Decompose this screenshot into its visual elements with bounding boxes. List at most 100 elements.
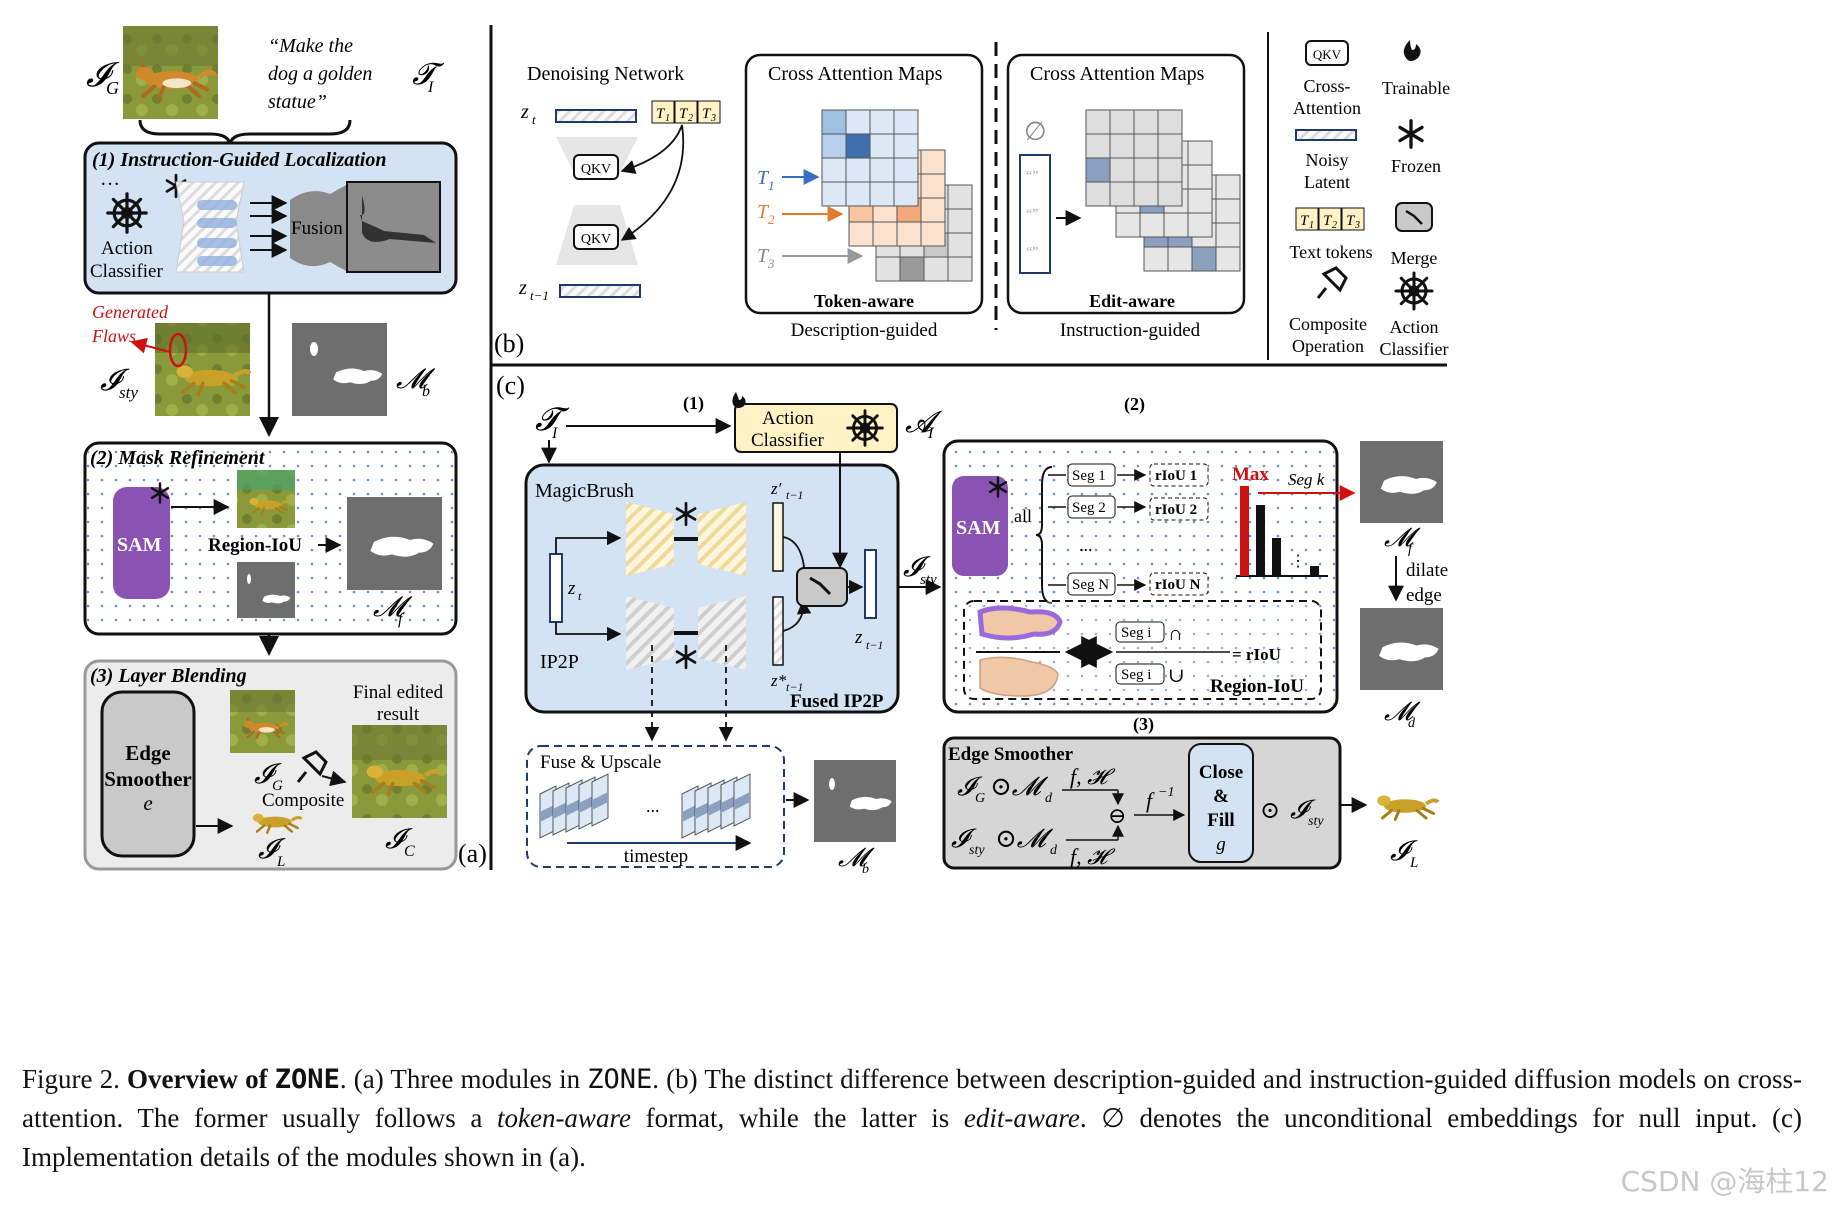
fused-ip2p-box xyxy=(524,463,900,714)
input-image xyxy=(123,26,218,119)
cam-left-title: Cross Attention Maps xyxy=(768,63,943,85)
t1-sub: 1 xyxy=(768,178,775,193)
legend-token-2-sub: 2 xyxy=(1332,220,1337,231)
seg-rows: Seg 1 rIoU 1 Seg 2 rIoU 2 ... Seg N rIoU… xyxy=(1048,463,1209,596)
ac-c-label-2: Classifier xyxy=(751,430,824,451)
legend-trainable: Trainable xyxy=(1382,78,1450,98)
mb-c-symbol: 𝓜 xyxy=(838,843,875,872)
stack-right-slice-5 xyxy=(733,773,751,827)
figure-caption: Figure 2. Overview of ZONE. (a) Three mo… xyxy=(22,1060,1802,1177)
legend-text-tokens: Text tokens xyxy=(1289,242,1372,262)
legend-token-3: T xyxy=(1346,213,1356,229)
token-boxes-icon: T 1 T 2 T 3 xyxy=(1295,207,1365,231)
region-iou-c-label: Region-IoU xyxy=(1210,676,1304,697)
caption-part1: . (a) Three modules in xyxy=(339,1064,588,1094)
attention-stack-left xyxy=(539,773,609,839)
fused-ip2p-label: Fused IP2P xyxy=(790,691,884,712)
action-classifier-icon xyxy=(106,192,148,234)
figure-diagram: 𝓘 G “Make the dog a golden statue” 𝓣 I (… xyxy=(83,25,1450,877)
token-b-1: T xyxy=(656,106,666,122)
final-label-1: Final edited xyxy=(353,682,444,703)
riou-bar-n xyxy=(1310,566,1319,576)
step1-title: (1) Instruction-Guided Localization xyxy=(92,149,386,171)
dilate-label: dilate xyxy=(1406,560,1448,581)
intersection-shape xyxy=(977,605,1063,641)
riou-eq-label: = rIoU xyxy=(1232,645,1281,664)
fusion-shape xyxy=(290,184,348,272)
action-classifier-box xyxy=(734,403,898,453)
mf-mask xyxy=(347,497,442,590)
il-small-sub: L xyxy=(276,854,285,870)
empty-quote-2: “” xyxy=(1026,207,1038,222)
step1-marker: (1) xyxy=(683,393,704,414)
union-shape xyxy=(979,656,1059,697)
seg-1-box xyxy=(1067,463,1116,487)
riou-1-label: rIoU 1 xyxy=(1155,468,1197,484)
i-sty-sub: sty xyxy=(119,383,138,402)
qkv-top xyxy=(573,154,619,180)
step2-title: (2) Mask Refinement xyxy=(90,447,266,469)
eq-bot-m-sub: d xyxy=(1050,843,1058,858)
legend-qkv-box xyxy=(1305,40,1349,66)
instruction-guided-label: Instruction-guided xyxy=(1060,320,1201,341)
riou-bar-3 xyxy=(1272,538,1281,576)
panel-b: Denoising Network z t T 1 T 2 T 3 QKV QK… xyxy=(494,42,1246,358)
ac-label-1: Action xyxy=(101,238,153,259)
il-c-sub: L xyxy=(1409,855,1418,871)
zt-prime-latent xyxy=(772,502,784,572)
attention-stack-right xyxy=(681,773,751,839)
riou-n-label: rIoU N xyxy=(1155,577,1201,593)
panel-a-tag: (a) xyxy=(458,839,487,868)
token-map-1 xyxy=(821,109,919,207)
magicbrush-decoder xyxy=(698,502,746,576)
zt1-c-sub: t−1 xyxy=(866,638,883,652)
t2-sub: 2 xyxy=(768,212,775,227)
legend-noisy-2: Latent xyxy=(1304,172,1350,192)
close-fill-block xyxy=(1188,743,1254,863)
svg-text:⋮: ⋮ xyxy=(1290,553,1306,570)
g-label: g xyxy=(1216,834,1226,855)
zt-star-latent xyxy=(772,596,784,666)
i-sty-image xyxy=(155,323,250,416)
null-embedding xyxy=(1019,154,1051,274)
legend-frozen: Frozen xyxy=(1391,156,1441,176)
legend: QKV Cross- Attention Trainable Noisy Lat… xyxy=(1289,40,1450,359)
seg-1-label: Seg 1 xyxy=(1072,468,1106,484)
seg-brace xyxy=(1035,466,1053,604)
stack-left-slice-1 xyxy=(539,785,557,839)
eq-bot-m: ⊙𝓜 xyxy=(995,824,1054,853)
zt1-latent-bar xyxy=(559,284,641,298)
ac-c-label-1: Action xyxy=(762,408,814,429)
legend-token-1-sub: 1 xyxy=(1309,220,1314,231)
qkv-top-label: QKV xyxy=(581,162,611,177)
cam-right-title: Cross Attention Maps xyxy=(1030,63,1205,85)
instruction-line-1: “Make the xyxy=(268,35,353,57)
zt-prime-label: z′ xyxy=(770,479,782,498)
flaws-line-2: Flaws xyxy=(91,326,136,346)
legend-composite-1: Composite xyxy=(1289,314,1367,334)
zt-star-label: z* xyxy=(770,671,787,690)
f-inv: f xyxy=(1146,788,1155,813)
edge-smoother-block xyxy=(100,690,196,858)
legend-qkv-text: QKV xyxy=(1313,47,1342,62)
seg-n-label: Seg N xyxy=(1072,577,1109,593)
caption-em2: edit-aware xyxy=(963,1103,1080,1133)
token-b-2-sub: 2 xyxy=(688,113,693,124)
eq-top-m: ⊙𝓜 xyxy=(990,772,1049,801)
panel-a: 𝓘 G “Make the dog a golden statue” 𝓣 I (… xyxy=(83,26,487,871)
legend-noisy-1: Noisy xyxy=(1305,150,1348,170)
zt-latent-bar xyxy=(555,109,637,123)
caption-part4: . ∅ denotes the unconditional embeddings… xyxy=(22,1103,1803,1172)
seg-2-box xyxy=(1067,495,1116,519)
seg-2-label: Seg 2 xyxy=(1072,500,1106,516)
seg-i-top-label: Seg i xyxy=(1121,625,1151,641)
seg-i-bottom xyxy=(1115,663,1165,685)
riou-bar-2 xyxy=(1256,505,1265,576)
trainable-flame-icon xyxy=(732,392,746,408)
caption-part2: . (b) The distinct difference between de… xyxy=(22,1064,1803,1133)
token-group-b: T 1 T 2 T 3 xyxy=(651,100,721,124)
ig-sub: G xyxy=(106,78,119,98)
zt-c-sub: t xyxy=(578,589,582,603)
legend-token-2: T xyxy=(1323,213,1333,229)
instruction-line-2: dog a golden xyxy=(268,63,372,85)
